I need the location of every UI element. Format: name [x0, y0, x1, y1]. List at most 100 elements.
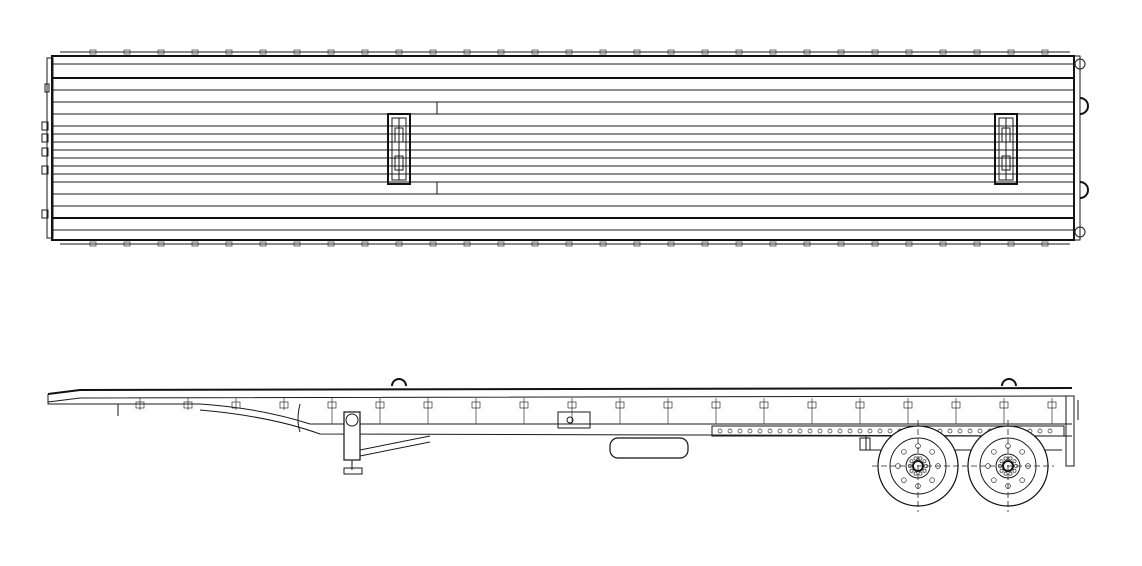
slider-hole [857, 428, 863, 434]
slider-rail [711, 425, 1065, 437]
nose [47, 394, 90, 405]
stake-pocket [123, 241, 131, 247]
stake-pocket [531, 49, 539, 55]
air-line [297, 403, 301, 433]
lug-nut [922, 468, 927, 473]
wheel-hole [1005, 443, 1011, 449]
slider-hole [727, 428, 733, 434]
wheel-hole [929, 449, 935, 455]
stake-pocket [567, 401, 577, 409]
stake-pocket [663, 401, 673, 409]
wheel [962, 420, 1054, 512]
lug-nut [908, 464, 912, 468]
lug-nut [999, 459, 1004, 464]
stake-pocket [735, 49, 743, 55]
lug-nut [909, 468, 914, 473]
slider-hole [877, 428, 883, 434]
stake-pocket [1041, 241, 1049, 247]
stake-pocket [615, 401, 625, 409]
slider-hole [947, 428, 953, 434]
stake-pocket [769, 49, 777, 55]
winch-assembly [387, 113, 411, 185]
stake-pocket [633, 49, 641, 55]
stake-pocket [519, 401, 529, 409]
slider-hole [817, 428, 823, 434]
slider-hole [977, 428, 983, 434]
stake-pocket [375, 401, 385, 409]
slider-hole [717, 428, 723, 434]
lug-nut [918, 471, 923, 476]
stake-pocket [89, 49, 97, 55]
stake-pocket [497, 241, 505, 247]
lug-nut [999, 468, 1004, 473]
lug-nut [913, 471, 918, 476]
stake-pocket [531, 241, 539, 247]
slider-hole [837, 428, 843, 434]
stake-pocket [939, 49, 947, 55]
wheel-hole [1019, 449, 1025, 455]
stake-pocket [667, 49, 675, 55]
stake-pocket [735, 241, 743, 247]
main-beam-bottom [199, 409, 1073, 437]
slider-hole [957, 428, 963, 434]
lug-nut [1014, 464, 1018, 468]
lug-nut [1012, 468, 1017, 473]
lug-nut [913, 456, 918, 461]
stake-pocket [837, 49, 845, 55]
wheel-hole [895, 463, 901, 469]
stake-pocket [973, 49, 981, 55]
wheel-hole [901, 449, 907, 455]
stake-pocket [183, 401, 193, 409]
slider-hole [1047, 428, 1053, 434]
stake-pocket [855, 401, 865, 409]
stake-pocket [803, 49, 811, 55]
slider-hole [967, 428, 973, 434]
stake-pocket [667, 241, 675, 247]
wheel-hole [1019, 477, 1025, 483]
slider-hole [757, 428, 763, 434]
slider-hole [887, 428, 893, 434]
stake-pocket [803, 241, 811, 247]
wheel-hole [915, 483, 921, 489]
stake-pocket [1041, 49, 1049, 55]
stake-pocket [599, 49, 607, 55]
lug-nut [998, 464, 1002, 468]
stake-pocket [807, 401, 817, 409]
lug-nut [924, 464, 928, 468]
stake-pocket [429, 49, 437, 55]
slider-hole [777, 428, 783, 434]
flatbed-side-view [47, 378, 1079, 512]
stake-pocket [259, 49, 267, 55]
lug-nut [1003, 471, 1008, 476]
lug-nut [918, 456, 923, 461]
stake-pocket [701, 241, 709, 247]
stake-pocket [905, 241, 913, 247]
wheel-hole [901, 477, 907, 483]
slider-hole [787, 428, 793, 434]
wheel-hole [1025, 463, 1031, 469]
stake-pocket [939, 241, 947, 247]
stake-pocket [633, 241, 641, 247]
stake-pocket [471, 401, 481, 409]
stake-pocket [293, 241, 301, 247]
spare-tank [609, 437, 689, 459]
stake-pocket [191, 49, 199, 55]
wheel-hole [991, 449, 997, 455]
stake-pocket [769, 241, 777, 247]
slider-hole [867, 428, 873, 434]
stake-pocket [361, 241, 369, 247]
stake-pocket [463, 241, 471, 247]
slider-hole [797, 428, 803, 434]
lug-nut [922, 459, 927, 464]
lug-nut [1003, 456, 1008, 461]
stake-pocket [293, 49, 301, 55]
crossmembers [135, 398, 1057, 424]
lifting-ring [1079, 181, 1089, 199]
lug-nut [1008, 471, 1013, 476]
stake-pocket [327, 401, 337, 409]
lug-nut [909, 459, 914, 464]
stake-pocket [903, 401, 913, 409]
stake-pocket [759, 401, 769, 409]
stake-pocket [999, 401, 1009, 409]
stake-pocket [497, 49, 505, 55]
